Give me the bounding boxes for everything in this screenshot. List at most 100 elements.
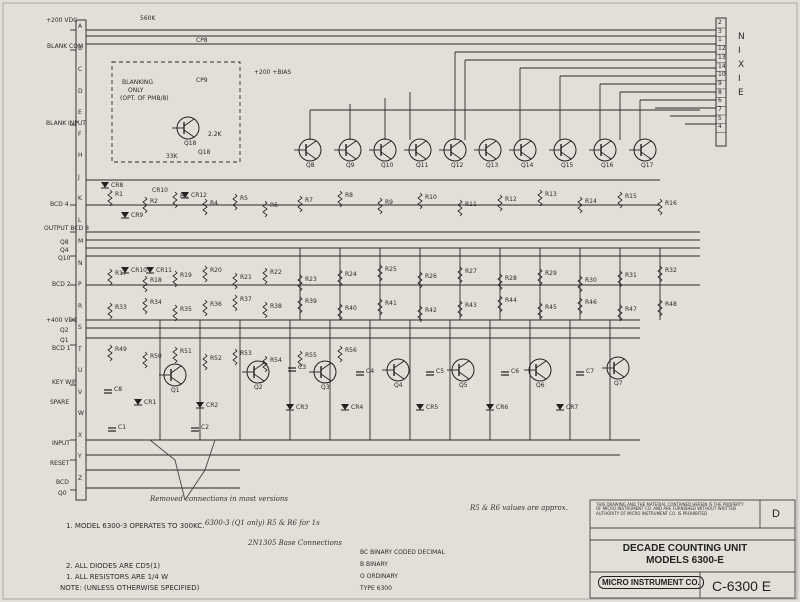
resistor-label-r10: R10 [425,194,437,201]
resistor-r6 [262,200,268,218]
resistor-label-r23: R23 [305,276,317,283]
diode-cr2 [196,402,204,409]
diode-label-cr11: CR11 [156,267,172,274]
capacitor-label-c1: C1 [118,424,127,431]
resistor-r54 [262,355,268,373]
resistor-r24 [337,269,343,287]
resistor-r39 [297,296,303,314]
resistor-r19 [172,270,178,288]
resistor-label-r47: R47 [625,306,637,313]
nixie-pin-10: 10 [718,71,726,79]
pin-f: F [78,130,82,138]
resistor-label-r45: R45 [545,304,557,311]
legend-type: TYPE 6300 [360,585,392,592]
resistor-label-r12: R12 [505,196,517,203]
transistor-label-q6: Q6 [536,382,545,389]
terminal-label-spare: SPARE [50,399,70,406]
resistor-label-r43: R43 [465,302,477,309]
terminal-label-q0: Q0 [58,490,67,497]
resistor-r41 [377,298,383,316]
q18-label: Q18 [198,149,211,156]
terminal-label-q2: Q2 [60,327,69,334]
resistor-label-r31: R31 [625,272,637,279]
resistor-r9 [377,197,383,215]
resistor-label-r25: R25 [385,266,397,273]
resistor-r42 [417,305,423,323]
transistor-q14 [509,138,537,162]
transistor-label-q4: Q4 [394,382,403,389]
transistor-label-q2: Q2 [254,384,263,391]
transistor-q9 [334,138,362,162]
note-3: 1. ALL RESISTORS ARE 1/4 W [66,573,168,581]
diode-cr1 [134,399,142,406]
transistor-q10 [369,138,397,162]
transistor-label-q8: Q8 [306,162,315,169]
diode-cr5 [416,404,424,411]
resistor-r33 [107,302,113,320]
capacitor-c5 [426,371,434,376]
capacitor-c1 [108,427,116,432]
resistor-r49 [107,344,113,362]
capacitor-c7 [576,371,584,376]
resistor-r45 [537,302,543,320]
transistor-q5 [447,358,475,382]
resistor-r43 [457,300,463,318]
drawing-number: C-6300 E [712,578,772,594]
capacitor-c3 [288,367,296,372]
resistor-r30 [577,275,583,293]
transistor-q2 [242,360,270,384]
resistor-r22 [262,267,268,285]
resistor-r44 [497,295,503,313]
resistor-label-r35: R35 [180,306,192,313]
handwritten-note-2: 2N1305 Base Connections [248,539,342,547]
resistor-label-r42: R42 [425,307,437,314]
transistor-q17 [629,138,657,162]
nixie-pin-1: 1 [718,36,722,44]
resistor-label-r30: R30 [585,277,597,284]
pin-s: S [78,324,82,331]
resistor-label-r48: R48 [665,301,677,308]
resistor-r21 [232,272,238,290]
pin-j: J [78,173,80,181]
resistor-r11 [457,199,463,217]
capacitor-label-c8: C8 [114,386,123,393]
note-1: 1. MODEL 6300-3 OPERATES TO 300KC. [66,522,205,530]
legend-ordinary: O ORDINARY [360,573,398,580]
note-4: NOTE: (UNLESS OTHERWISE SPECIFIED) [60,584,200,592]
pin-c: C [78,66,83,73]
pin-p: P [78,281,82,288]
resistor-label-r22: R22 [270,269,282,276]
resistor-r2 [142,196,148,214]
resistor-r18 [142,275,148,293]
terminal-label-key-wip: KEY WIP [52,379,77,386]
resistor-label-r34: R34 [150,299,162,306]
resistor-label-r2: R2 [150,198,158,205]
resistor-label-r54: R54 [270,357,282,364]
resistor-label-r13: R13 [545,191,557,198]
terminal-label-bcd1: BCD 1 [52,345,71,352]
resistor-r31 [617,270,623,288]
resistor-r15 [617,191,623,209]
pin-b: B [78,44,83,52]
pin-d: D [78,87,83,95]
resistor-r38 [262,301,268,319]
nixie-pin-14: 14 [718,62,726,70]
terminal-label-200vdc: +200 VDC [46,17,78,24]
resistor-r40 [337,303,343,321]
pin-x: X [78,431,83,439]
blanking-option-label: (OPT. OF PMB/8) [120,95,169,102]
transistor-label-q3: Q3 [321,384,330,391]
handwritten-note-4: Removed connections in most versions [150,495,288,503]
cp9-label: CP9 [196,77,208,84]
transistor-label-q11: Q11 [416,162,429,169]
resistor-label-r11: R11 [465,201,477,208]
pin-h: H [78,152,83,159]
nixie-pin-12: 12 [718,45,726,53]
title-line-2: MODELS 6300-E [646,555,724,566]
resistor-r29 [537,268,543,286]
transistor-label-q5: Q5 [459,382,468,389]
nixie-pin-7: 7 [718,106,722,113]
transistor-q4 [382,358,410,382]
resistor-r53 [232,348,238,366]
terminal-label-q1: Q1 [60,337,69,344]
